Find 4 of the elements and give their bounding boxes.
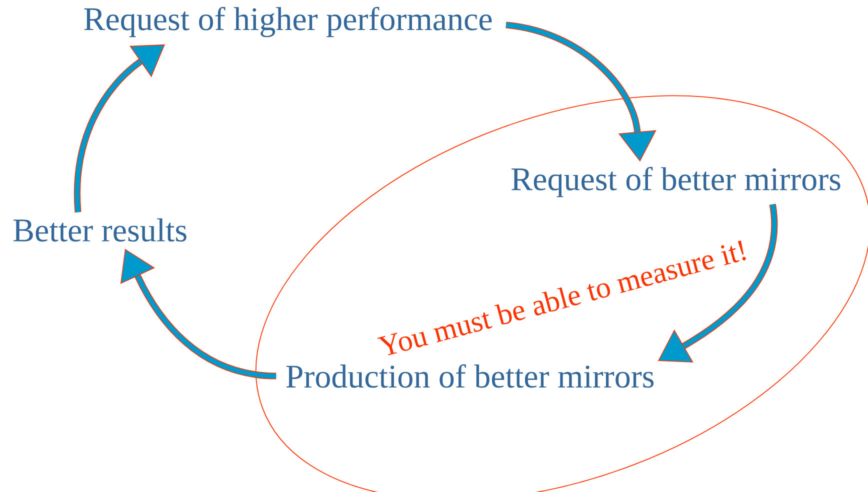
node-label: Production of better mirrors [286, 364, 654, 388]
node-label: Request of higher performance [84, 6, 492, 38]
node-label: Better results [13, 218, 186, 242]
node-label: Request of better mirrors [512, 166, 840, 198]
